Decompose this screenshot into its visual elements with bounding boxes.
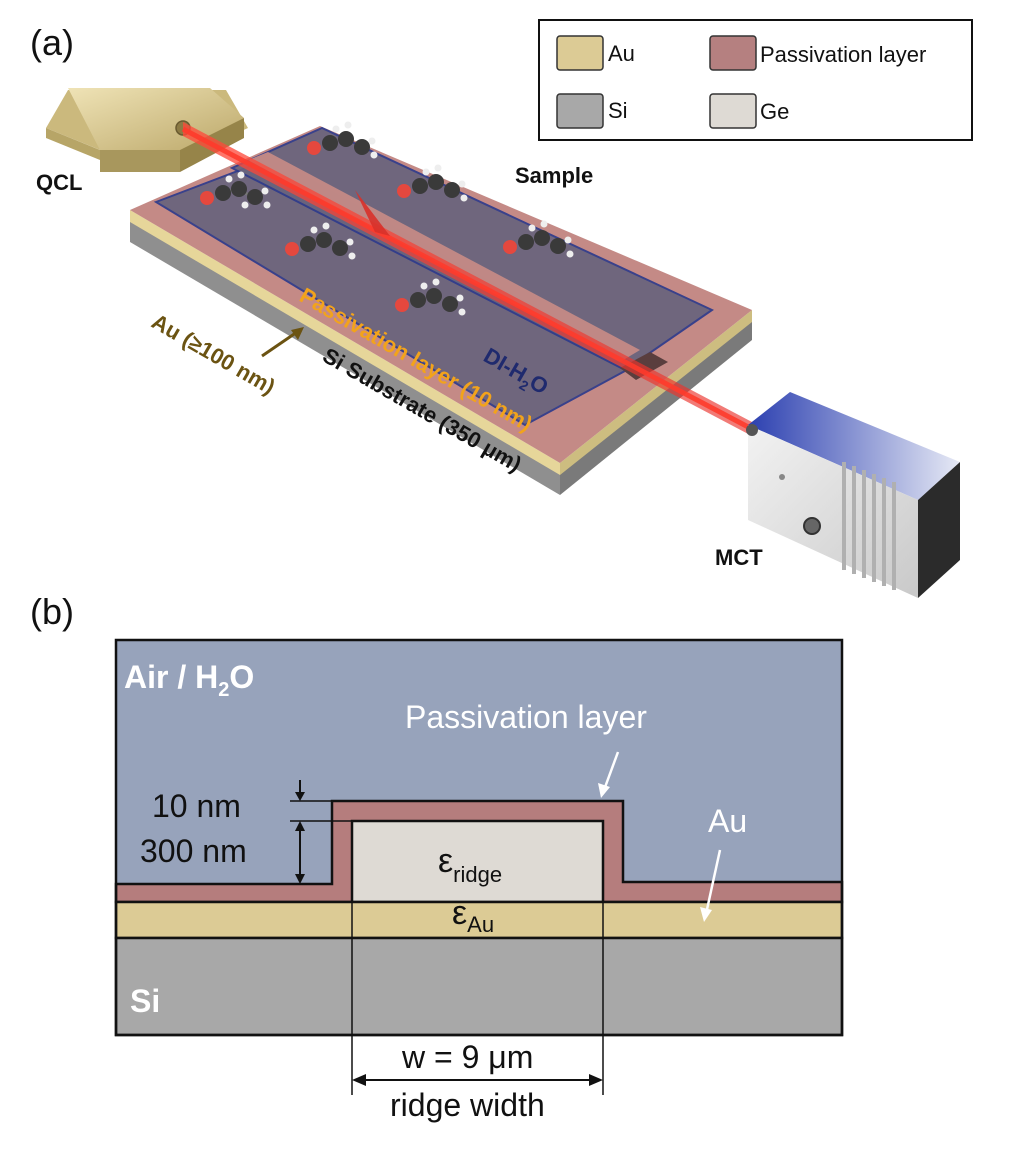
au-thickness-label: Au (≥100 nm) xyxy=(148,309,280,400)
molecules xyxy=(200,121,574,316)
eps-au-label: εAu xyxy=(452,894,494,937)
mct-detector xyxy=(746,392,960,598)
molecule-icon xyxy=(307,121,378,159)
si-label-b: Si xyxy=(130,983,160,1019)
ge-ridge xyxy=(350,819,605,904)
heat-sink-fins xyxy=(842,462,896,590)
ridge-width-value: w = 9 μm xyxy=(401,1039,533,1075)
passivation-pointer-arrow xyxy=(598,751,620,798)
molecule-icon xyxy=(395,278,466,316)
legend: Au Passivation layer Si Ge xyxy=(538,19,973,141)
si-layer xyxy=(114,936,844,1037)
panel-b-label: (b) xyxy=(30,591,74,632)
passivation-layer-label-b: Passivation layer xyxy=(405,699,647,735)
legend-swatch-si xyxy=(556,93,604,129)
cross-section-frame xyxy=(114,638,844,1037)
mct-aperture-icon xyxy=(746,424,758,436)
molecule-icon xyxy=(285,222,356,260)
au-pointer-arrow xyxy=(261,327,304,358)
air-h2o-label: Air / H2O xyxy=(124,659,254,701)
legend-label-ge: Ge xyxy=(760,99,789,124)
ridge-width-label: ridge width xyxy=(390,1087,545,1123)
dim-300nm-label: 300 nm xyxy=(140,833,247,869)
sample-label: Sample xyxy=(515,163,593,188)
width-dimension xyxy=(352,1074,603,1086)
au-pointer-arrow-b xyxy=(700,849,722,922)
au-label-b: Au xyxy=(708,803,747,839)
qcl-label: QCL xyxy=(36,170,82,195)
molecule-icon xyxy=(200,171,271,209)
cross-section xyxy=(114,638,844,1095)
mct-label: MCT xyxy=(715,545,763,570)
thickness-dimension xyxy=(290,780,352,885)
molecule-icon xyxy=(397,164,468,202)
legend-label-passivation: Passivation layer xyxy=(760,42,926,67)
molecule-icon xyxy=(503,220,574,258)
laser-beam xyxy=(181,122,754,436)
legend-label-au: Au xyxy=(608,41,635,66)
mct-knob-icon xyxy=(803,517,821,535)
panel-a-label: (a) xyxy=(30,22,74,63)
eps-ridge-label: εridge xyxy=(438,842,502,887)
legend-swatch-ge xyxy=(709,93,757,129)
qcl-device xyxy=(46,88,248,172)
legend-swatch-au xyxy=(556,35,604,71)
legend-swatch-passivation xyxy=(709,35,757,71)
evanescent-field-icon xyxy=(355,190,390,236)
dim-10nm-label: 10 nm xyxy=(152,788,241,824)
legend-label-si: Si xyxy=(608,98,628,123)
